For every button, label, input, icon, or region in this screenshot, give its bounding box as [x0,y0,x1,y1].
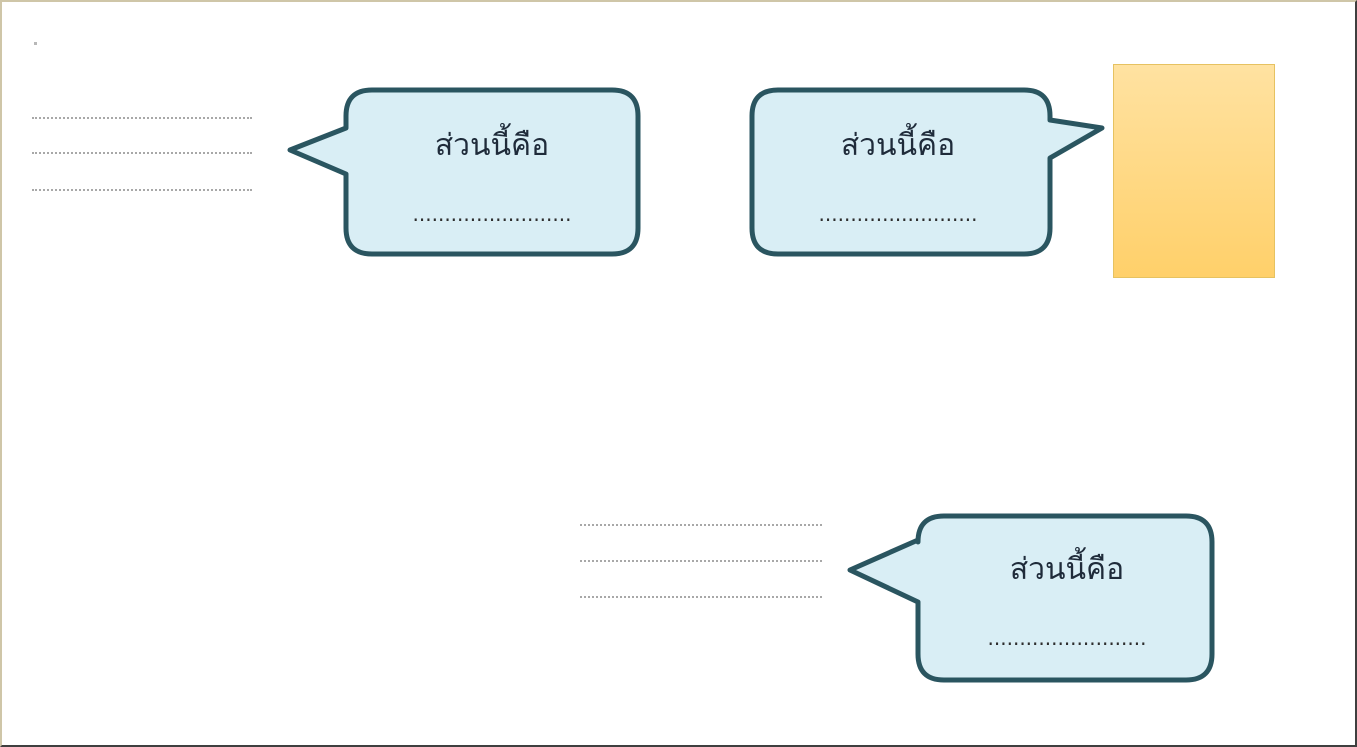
corner-mark [34,42,37,45]
picture-box [1113,64,1275,278]
answer-line [32,189,252,191]
answer-line [580,596,822,598]
speech-bubble-left-2 [847,513,1215,683]
answer-line [580,524,822,526]
answer-line [32,117,252,119]
answer-lines-top-left [32,107,252,197]
answer-line [580,560,822,562]
callout-blank: ......................... [818,202,978,226]
callout-blank: ......................... [987,626,1147,650]
speech-bubble-right [749,87,1105,257]
callout-blank: ......................... [412,202,572,226]
speech-bubble-left-1 [287,87,641,257]
callout-title: ส่วนนี้คือ [840,128,956,163]
answer-lines-bottom [580,514,822,604]
callout-title: ส่วนนี้คือ [1009,552,1125,587]
callout-title: ส่วนนี้คือ [434,128,550,163]
answer-line [32,152,252,154]
